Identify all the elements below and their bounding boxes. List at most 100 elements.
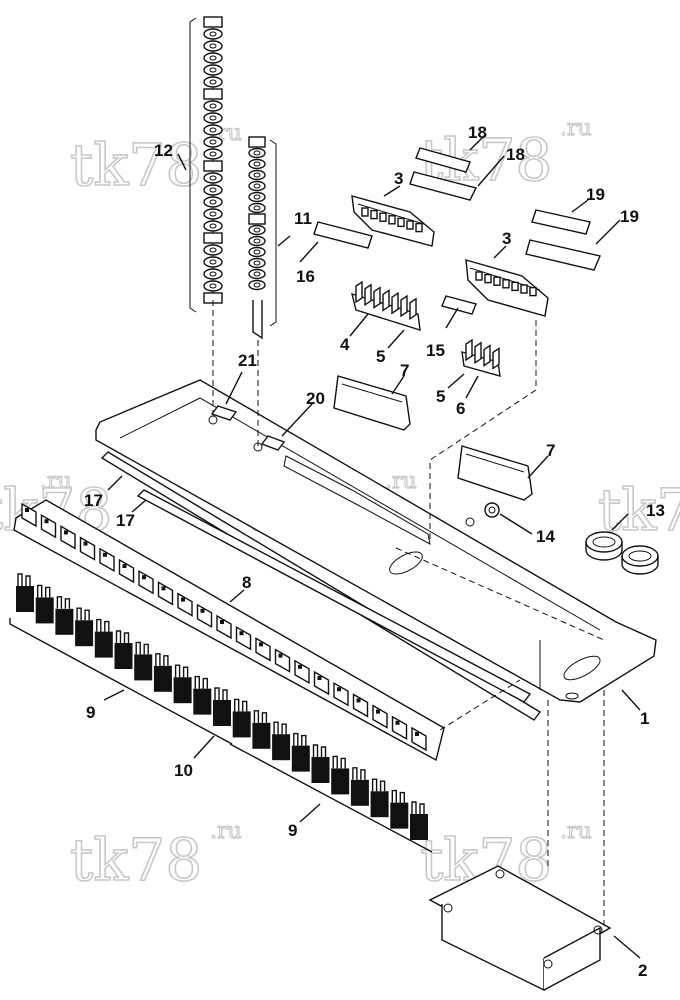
relay-pin <box>135 641 141 655</box>
callout-19-upper: 19 <box>586 185 605 204</box>
washer-hole <box>209 187 217 193</box>
washer-hole <box>209 211 217 217</box>
washer <box>248 158 266 170</box>
base-socket <box>529 286 537 297</box>
label-strip-19-upper <box>531 209 591 235</box>
washer <box>248 180 266 192</box>
callout-9-left: 9 <box>86 703 95 722</box>
washer <box>248 268 266 280</box>
relay-pin <box>293 732 299 746</box>
terminal-block-5-6 <box>461 338 501 377</box>
callout-4: 4 <box>340 335 350 354</box>
clip-20 <box>260 435 286 451</box>
base-socket <box>475 271 483 281</box>
washer-hole <box>209 79 217 85</box>
washer <box>248 202 266 214</box>
relay-pin <box>379 780 386 792</box>
washer-hole <box>209 55 217 61</box>
watermark-suffix: .ru <box>40 469 72 494</box>
watermark: tk78 <box>70 826 202 894</box>
washer-hole <box>209 127 217 133</box>
guide-lines <box>212 300 605 930</box>
relay-pin <box>320 746 327 757</box>
label-strip-17-short <box>136 489 532 703</box>
nut <box>203 16 223 28</box>
washer <box>203 208 223 220</box>
relay-pin <box>76 607 82 621</box>
stud-stack-11 <box>248 136 277 340</box>
terminal-fin <box>400 294 408 318</box>
base-socket <box>388 215 396 225</box>
relay-pin <box>273 721 279 735</box>
relay-pin <box>352 767 358 780</box>
washer-hole <box>209 43 217 49</box>
washer <box>203 40 223 52</box>
washer <box>203 220 223 232</box>
washer-hole <box>253 238 261 244</box>
relay-pin <box>143 643 149 655</box>
washer-hole <box>209 115 217 121</box>
terminal-fin <box>409 297 417 321</box>
base-socket <box>484 273 492 284</box>
relay-pin <box>214 687 220 700</box>
socket-pin <box>25 508 29 512</box>
callout-18-lower: 18 <box>506 145 525 164</box>
main-panel-1 <box>95 379 657 703</box>
relay-row-9-10 <box>16 573 428 840</box>
callout-14: 14 <box>536 527 555 546</box>
nut <box>203 232 223 244</box>
relay-base-3-lower <box>465 259 549 317</box>
watermark-suffix: .ru <box>210 819 242 844</box>
socket-pin <box>220 620 224 624</box>
washer-hole <box>209 199 217 205</box>
base-socket <box>520 284 528 294</box>
relay-pin <box>202 677 208 689</box>
relay-rail-8 <box>13 499 445 762</box>
callout-10: 10 <box>174 761 193 780</box>
terminal-fin <box>364 283 372 307</box>
relay-pin <box>182 666 189 678</box>
washer-hole <box>253 194 261 200</box>
socket-pin <box>44 519 49 524</box>
callout-8: 8 <box>242 573 251 592</box>
washer-hole <box>209 103 217 109</box>
washer <box>203 52 223 64</box>
relay-pin <box>194 675 200 689</box>
washer-hole <box>209 247 217 253</box>
relay <box>193 688 212 715</box>
callout-7-lower: 7 <box>546 441 555 460</box>
nut <box>248 213 266 225</box>
washer <box>248 169 266 181</box>
washer-hole <box>209 175 217 181</box>
terminal-fin <box>373 286 381 309</box>
watermark: tk78 <box>598 476 680 544</box>
base-socket <box>511 281 519 292</box>
relay-pin <box>96 618 102 632</box>
washer-hole <box>209 67 217 73</box>
washer <box>203 148 223 160</box>
relay-pin <box>371 778 378 792</box>
washer <box>203 280 223 292</box>
socket-pin <box>337 687 341 692</box>
relay <box>272 734 291 761</box>
washer-hole <box>253 161 261 167</box>
relay <box>114 643 133 669</box>
relay <box>232 711 251 738</box>
relay-pin <box>222 689 228 700</box>
callout-6: 6 <box>456 399 465 418</box>
relay <box>16 586 34 612</box>
relay-pin <box>163 655 169 666</box>
terminal-fin <box>483 344 491 367</box>
label-strip-18-lower <box>409 171 478 201</box>
relay <box>252 722 271 749</box>
washer <box>248 191 266 203</box>
washer-hole <box>209 271 217 277</box>
watermark-suffix: .ru <box>560 116 592 141</box>
relay <box>35 597 54 624</box>
relay <box>213 700 231 726</box>
callout-13: 13 <box>646 501 665 520</box>
relay-pin <box>56 596 63 609</box>
washer <box>203 172 223 184</box>
nut <box>203 160 223 172</box>
